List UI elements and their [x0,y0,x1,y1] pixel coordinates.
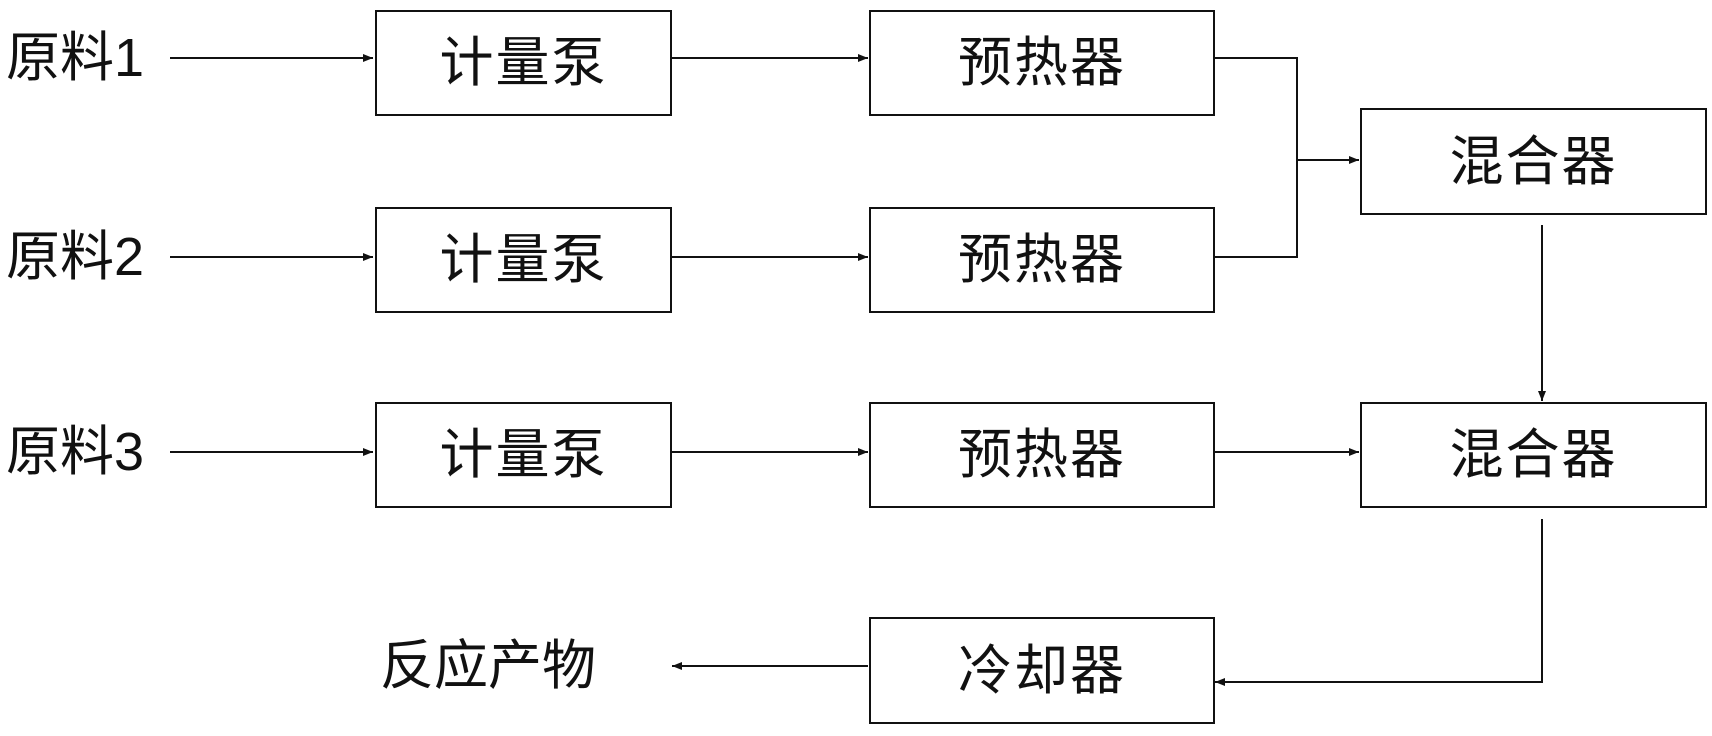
output-label: 反应产物 [380,636,596,696]
mixer-1: 混合器 [1360,108,1707,215]
preheater-2: 预热器 [869,207,1215,313]
cooler: 冷却器 [869,617,1215,724]
input-label-2-number: 2 [114,230,144,284]
metering-pump-2: 计量泵 [375,207,672,313]
connector-preheater1-to-junction [1214,58,1297,257]
metering-pump-1: 计量泵 [375,10,672,116]
input-label-3-text: 原料 [6,425,114,479]
metering-pump-3: 计量泵 [375,402,672,508]
input-label-3: 原料3 [6,422,144,482]
input-label-1-text: 原料 [6,31,114,85]
preheater-3: 预热器 [869,402,1215,508]
connector-mixer2-down [1224,519,1542,682]
mixer-2: 混合器 [1360,402,1707,508]
input-label-1: 原料1 [6,28,144,88]
input-label-3-number: 3 [114,425,144,479]
input-label-2: 原料2 [6,227,144,287]
input-label-2-text: 原料 [6,230,114,284]
input-label-1-number: 1 [114,31,144,85]
preheater-1: 预热器 [869,10,1215,116]
